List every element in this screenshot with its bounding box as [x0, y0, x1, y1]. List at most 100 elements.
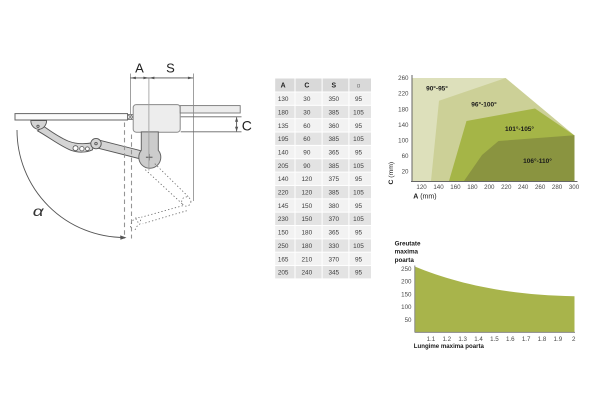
svg-text:Greutate: Greutate: [395, 240, 421, 247]
svg-text:135: 135: [278, 123, 289, 130]
svg-text:385: 385: [328, 163, 339, 170]
svg-text:A: A: [135, 61, 144, 76]
svg-text:140: 140: [398, 122, 409, 129]
svg-text:A (mm): A (mm): [413, 194, 436, 201]
svg-text:375: 375: [328, 176, 339, 183]
svg-text:365: 365: [328, 149, 339, 156]
svg-text:120: 120: [416, 184, 427, 191]
svg-text:1.3: 1.3: [458, 336, 467, 343]
svg-text:165: 165: [278, 256, 289, 263]
svg-text:1.7: 1.7: [522, 336, 531, 343]
svg-text:105: 105: [353, 163, 364, 170]
svg-text:100: 100: [398, 137, 409, 144]
svg-text:105: 105: [353, 109, 364, 116]
svg-text:1.2: 1.2: [442, 336, 451, 343]
svg-text:poarta: poarta: [395, 257, 415, 264]
svg-text:370: 370: [328, 256, 339, 263]
svg-text:30: 30: [303, 96, 311, 103]
svg-text:90°-95°: 90°-95°: [426, 85, 448, 93]
svg-text:385: 385: [328, 109, 339, 116]
svg-text:220: 220: [278, 190, 289, 197]
svg-text:106°-110°: 106°-110°: [523, 157, 552, 165]
svg-text:180: 180: [302, 243, 313, 250]
svg-text:20: 20: [402, 169, 409, 176]
svg-text:130: 130: [278, 96, 289, 103]
svg-text:140: 140: [278, 176, 289, 183]
svg-text:205: 205: [278, 163, 289, 170]
svg-text:260: 260: [535, 184, 546, 191]
svg-text:230: 230: [278, 216, 289, 223]
svg-text:370: 370: [328, 216, 339, 223]
svg-text:90: 90: [303, 149, 311, 156]
svg-text:95: 95: [355, 203, 363, 210]
svg-text:2: 2: [572, 336, 576, 343]
svg-text:180: 180: [467, 184, 478, 191]
svg-text:1.5: 1.5: [490, 336, 499, 343]
svg-text:160: 160: [450, 184, 461, 191]
svg-text:380: 380: [328, 203, 339, 210]
svg-text:240: 240: [302, 270, 313, 277]
svg-text:250: 250: [401, 266, 412, 273]
svg-text:350: 350: [328, 96, 339, 103]
svg-text:60: 60: [402, 153, 409, 160]
svg-text:S: S: [331, 82, 336, 89]
svg-text:300: 300: [569, 184, 580, 191]
svg-text:180: 180: [302, 230, 313, 237]
svg-text:95: 95: [355, 149, 363, 156]
svg-text:C (mm): C (mm): [388, 162, 395, 185]
svg-text:150: 150: [278, 230, 289, 237]
svg-text:1.8: 1.8: [538, 336, 547, 343]
svg-text:60: 60: [303, 136, 311, 143]
svg-text:60: 60: [303, 123, 311, 130]
svg-text:1.4: 1.4: [474, 336, 483, 343]
svg-text:260: 260: [398, 75, 409, 82]
svg-text:95: 95: [355, 96, 363, 103]
svg-text:96°-100°: 96°-100°: [471, 100, 497, 108]
svg-text:α: α: [33, 204, 46, 219]
svg-text:90: 90: [303, 163, 311, 170]
svg-text:385: 385: [328, 136, 339, 143]
svg-text:195: 195: [278, 136, 289, 143]
svg-text:A: A: [281, 82, 286, 89]
svg-text:120: 120: [302, 176, 313, 183]
svg-text:330: 330: [328, 243, 339, 250]
svg-text:140: 140: [433, 184, 444, 191]
svg-text:345: 345: [328, 270, 339, 277]
svg-text:100: 100: [401, 304, 412, 311]
svg-text:95: 95: [355, 123, 363, 130]
svg-text:101°-105°: 101°-105°: [505, 125, 534, 133]
svg-text:250: 250: [278, 243, 289, 250]
svg-text:150: 150: [302, 203, 313, 210]
svg-text:105: 105: [353, 136, 364, 143]
svg-text:maxima: maxima: [395, 249, 419, 256]
svg-text:210: 210: [302, 256, 313, 263]
svg-text:105: 105: [353, 243, 364, 250]
svg-text:200: 200: [484, 184, 495, 191]
svg-text:C: C: [242, 118, 252, 134]
svg-text:140: 140: [278, 149, 289, 156]
svg-text:145: 145: [278, 203, 289, 210]
svg-text:95: 95: [355, 230, 363, 237]
svg-text:240: 240: [518, 184, 529, 191]
svg-text:220: 220: [398, 91, 409, 98]
svg-text:220: 220: [501, 184, 512, 191]
svg-text:105: 105: [353, 190, 364, 197]
svg-text:95: 95: [355, 256, 363, 263]
svg-text:α: α: [357, 83, 361, 89]
svg-text:150: 150: [302, 216, 313, 223]
svg-text:205: 205: [278, 270, 289, 277]
svg-text:C: C: [304, 82, 309, 89]
svg-text:200: 200: [401, 279, 412, 286]
svg-text:120: 120: [302, 190, 313, 197]
svg-text:385: 385: [328, 190, 339, 197]
svg-text:280: 280: [552, 184, 563, 191]
svg-text:180: 180: [398, 106, 409, 113]
svg-text:1.9: 1.9: [554, 336, 563, 343]
svg-text:150: 150: [401, 291, 412, 298]
svg-text:1.6: 1.6: [506, 336, 515, 343]
svg-text:180: 180: [278, 109, 289, 116]
svg-text:1.1: 1.1: [427, 336, 436, 343]
svg-text:50: 50: [405, 317, 412, 324]
svg-text:S: S: [166, 61, 175, 76]
svg-text:365: 365: [328, 230, 339, 237]
